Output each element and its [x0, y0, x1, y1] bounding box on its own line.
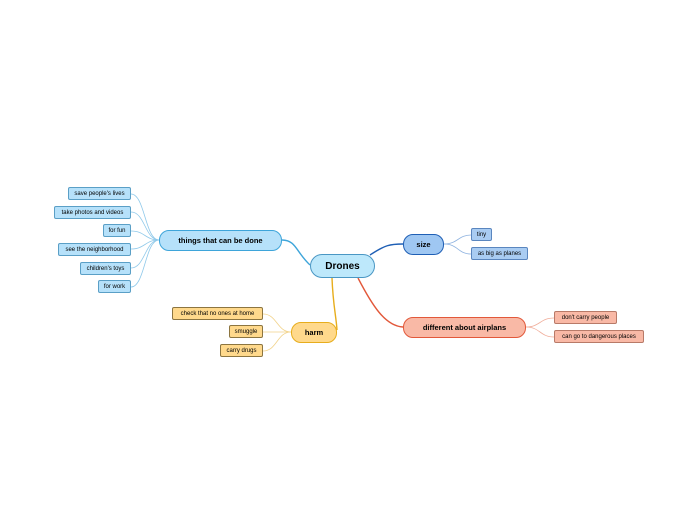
link-root-size: [369, 243, 404, 256]
link-root-harm: [331, 277, 338, 331]
subtopic-as-big-as-planes[interactable]: as big as planes: [471, 247, 528, 260]
subtopic-see-the-neighborhood[interactable]: see the neighborhood: [58, 243, 131, 256]
topic-size[interactable]: size: [403, 234, 444, 255]
subtopic-for-fun[interactable]: for fun: [103, 224, 131, 237]
subtopic-can-go-to-dangerous-places[interactable]: can go to dangerous places: [554, 330, 644, 343]
subtopic-for-work[interactable]: for work: [98, 280, 131, 293]
subtopic-childrens-toys[interactable]: children's toys: [80, 262, 131, 275]
subtopic-tiny[interactable]: tiny: [471, 228, 492, 241]
root-topic[interactable]: Drones: [310, 254, 375, 278]
subtopic-save-peoples-lives[interactable]: save people's lives: [68, 187, 131, 200]
topic-things-that-can-be-done[interactable]: things that can be done: [159, 230, 282, 251]
subtopic-take-photos-and-videos[interactable]: take photos and videos: [54, 206, 131, 219]
subtopic-carry-drugs[interactable]: carry drugs: [220, 344, 263, 357]
subtopic-smuggle[interactable]: smuggle: [229, 325, 263, 338]
link-root-uses: [281, 239, 311, 266]
topic-harm[interactable]: harm: [291, 322, 337, 343]
subtopic-check-that-no-ones-at-home[interactable]: check that no ones at home: [172, 307, 263, 320]
link-root-different: [357, 277, 404, 328]
subtopic-dont-carry-people[interactable]: don't carry people: [554, 311, 617, 324]
topic-different-about-airplans[interactable]: different about airplans: [403, 317, 526, 338]
